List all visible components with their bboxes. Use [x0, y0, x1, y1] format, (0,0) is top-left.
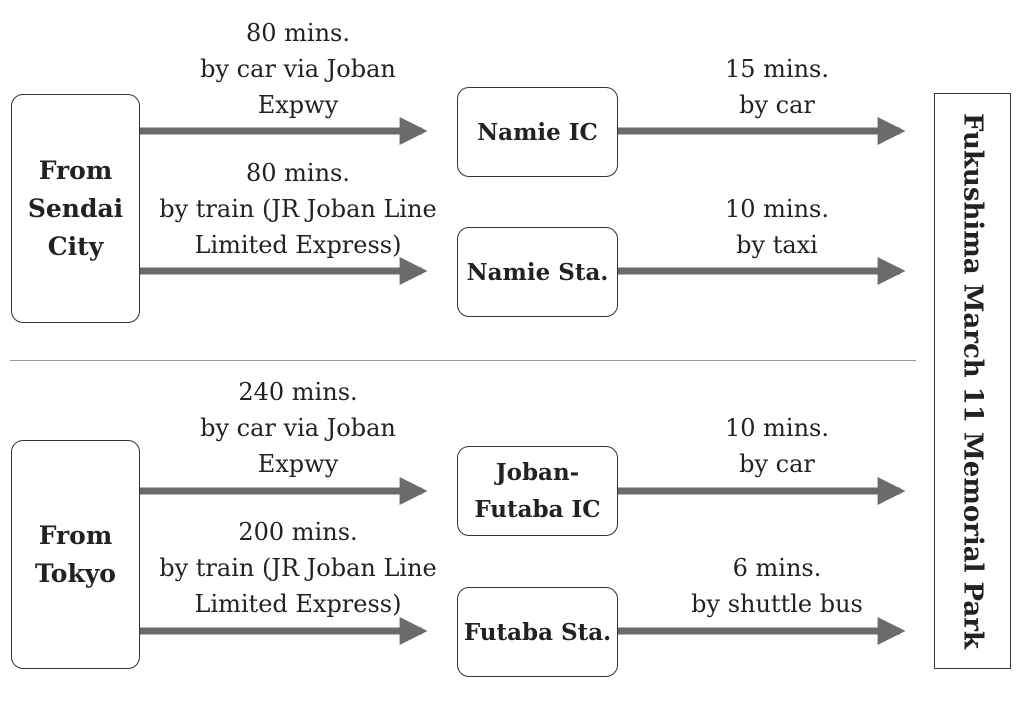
destination-box: Fukushima March 11 Memorial Park — [934, 93, 1011, 669]
namie-sta-box: Namie Sta. — [457, 227, 618, 317]
futaba-sta-box: Futaba Sta. — [457, 587, 618, 677]
route-sendai-namie-ic-label: 80 mins. by car via Joban Expwy — [200, 19, 396, 119]
origin-tokyo-box: From Tokyo — [11, 440, 140, 669]
route-tokyo-futaba-sta-label: 200 mins. by train (JR Joban Line Limite… — [159, 518, 437, 618]
route-futaba-sta-park-label: 6 mins. by shuttle bus — [691, 554, 863, 618]
section-divider — [10, 360, 916, 361]
namie-sta-label: Namie Sta. — [466, 258, 609, 286]
route-joban-futaba-ic-park-label: 10 mins. by car — [724, 414, 829, 478]
route-namie-ic-park-label: 15 mins. by car — [724, 55, 829, 119]
origin-sendai-label: From Sendai City — [27, 155, 124, 261]
joban-futaba-ic-label: Joban- Futaba IC — [474, 459, 601, 523]
futaba-sta-label: Futaba Sta. — [463, 618, 612, 646]
route-tokyo-joban-futaba-ic-label: 240 mins. by car via Joban Expwy — [200, 378, 396, 478]
destination-label: Fukushima March 11 Memorial Park — [957, 113, 988, 649]
route-sendai-namie-sta-label: 80 mins. by train (JR Joban Line Limited… — [159, 159, 437, 259]
route-namie-sta-park-label: 10 mins. by taxi — [724, 195, 829, 259]
namie-ic-box: Namie IC — [457, 87, 618, 177]
origin-tokyo-label: From Tokyo — [35, 520, 116, 588]
namie-ic-label: Namie IC — [477, 118, 598, 146]
joban-futaba-ic-box: Joban- Futaba IC — [457, 446, 618, 536]
origin-sendai-box: From Sendai City — [11, 94, 140, 323]
